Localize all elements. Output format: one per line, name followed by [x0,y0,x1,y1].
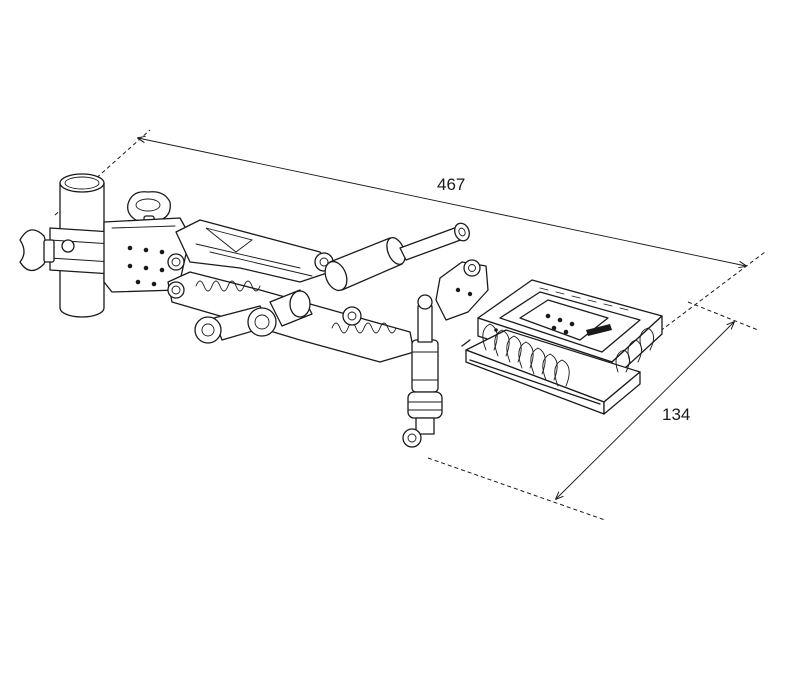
length-label: 467 [437,175,465,194]
tension-cylinder [324,222,470,292]
spring-coil [195,280,397,334]
height-dimension-line [556,322,734,499]
height-dimension: 134 [427,301,759,521]
height-label: 134 [662,405,690,424]
length-extension-line-right [654,251,766,336]
length-dimension-line [138,138,746,266]
ball-joint-handle [194,289,313,344]
height-extension-line-bottom [427,457,606,521]
post-clamp [19,173,113,318]
upright-bracket [435,259,489,321]
shock-absorber [402,294,443,448]
cage-base-plate [465,279,663,415]
cage-springs [461,323,654,405]
height-extension-line-top [687,301,759,331]
wing-knob-icon [19,229,75,272]
